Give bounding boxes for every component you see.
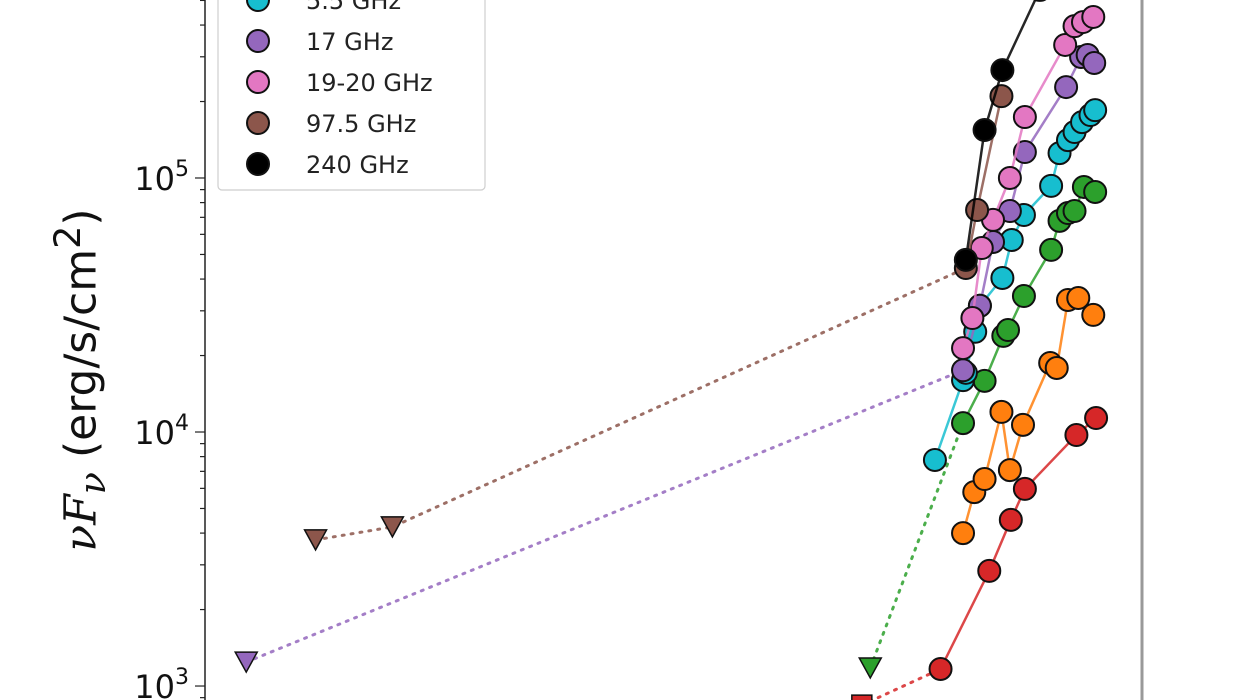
data-point xyxy=(951,411,976,436)
data-point xyxy=(1053,32,1078,57)
data-point xyxy=(1039,173,1064,198)
data-point xyxy=(1066,285,1091,310)
data-point xyxy=(1081,302,1106,327)
series-7 xyxy=(953,0,1047,272)
legend-label: 5.5 GHz xyxy=(306,0,401,15)
upper-limit-marker xyxy=(858,657,883,680)
data-point xyxy=(951,521,976,546)
data-point xyxy=(1012,476,1037,501)
data-point xyxy=(951,336,976,361)
legend-label: 240 GHz xyxy=(306,151,409,179)
legend-marker xyxy=(246,0,270,12)
legend-marker xyxy=(246,29,270,53)
y-label-units: (erg/s/cm xyxy=(55,248,107,459)
y-tick-label: 104 xyxy=(134,411,189,452)
data-point xyxy=(996,318,1021,343)
y-label-close: ) xyxy=(55,208,107,226)
data-point xyxy=(990,265,1015,290)
y-tick-label: 105 xyxy=(134,157,189,198)
legend-label: 17 GHz xyxy=(306,28,393,56)
data-point xyxy=(1084,406,1109,431)
data-point xyxy=(1039,237,1064,262)
data-point xyxy=(960,306,985,331)
y-tick-label: 103 xyxy=(134,665,189,700)
upper-limit-connector xyxy=(314,266,968,542)
legend-marker xyxy=(246,70,270,94)
legend-marker xyxy=(246,111,270,135)
y-label-sub: ν xyxy=(71,472,115,495)
data-point xyxy=(953,247,978,272)
data-point xyxy=(998,507,1023,532)
legend-label: 97.5 GHz xyxy=(306,110,416,138)
upper-limit-marker xyxy=(851,694,873,700)
y-axis-label: νFν (erg/s/cm2) xyxy=(46,208,114,551)
series-4 xyxy=(233,42,1107,674)
data-point xyxy=(1083,179,1108,204)
legend-box xyxy=(217,0,486,191)
data-point xyxy=(997,165,1022,190)
data-point xyxy=(1033,0,1047,2)
series-3 xyxy=(922,98,1108,472)
data-point xyxy=(1064,423,1089,448)
y-label-main: νF xyxy=(55,494,107,552)
data-point xyxy=(1012,105,1037,130)
data-point xyxy=(989,399,1014,424)
data-point xyxy=(922,447,947,472)
upper-limit-marker xyxy=(233,651,259,674)
series-line xyxy=(964,0,1037,261)
data-point xyxy=(990,58,1015,83)
legend: 5.5 GHz 17 GHz 19-20 GHz 97.5 GHz 240 GHz xyxy=(217,0,486,191)
series-1 xyxy=(951,285,1106,546)
data-point xyxy=(972,467,997,492)
data-point xyxy=(972,117,997,142)
data-point xyxy=(1062,199,1087,224)
data-point xyxy=(951,358,976,383)
upper-limit-connector xyxy=(868,421,965,670)
series-5 xyxy=(951,4,1106,361)
legend-marker xyxy=(246,152,270,176)
data-point xyxy=(977,558,1002,583)
data-point xyxy=(997,458,1022,483)
data-point xyxy=(1011,412,1036,437)
upper-limit-marker xyxy=(380,516,405,539)
series-line xyxy=(933,109,1097,461)
data-point xyxy=(1054,75,1079,100)
data-point xyxy=(1083,98,1108,123)
upper-limit-connector xyxy=(244,368,965,664)
data-point xyxy=(1011,284,1036,309)
legend-label: 19-20 GHz xyxy=(306,69,433,97)
data-point xyxy=(1012,140,1037,165)
series-0 xyxy=(851,406,1109,700)
series-2 xyxy=(858,174,1108,680)
data-point xyxy=(1044,355,1069,380)
data-point xyxy=(1081,4,1106,29)
data-point xyxy=(965,198,990,223)
data-point xyxy=(928,656,953,681)
upper-limit-marker xyxy=(303,529,328,552)
data-point xyxy=(1082,50,1107,75)
upper-limit-connector xyxy=(869,667,943,700)
y-label-sup: 2 xyxy=(45,225,89,249)
